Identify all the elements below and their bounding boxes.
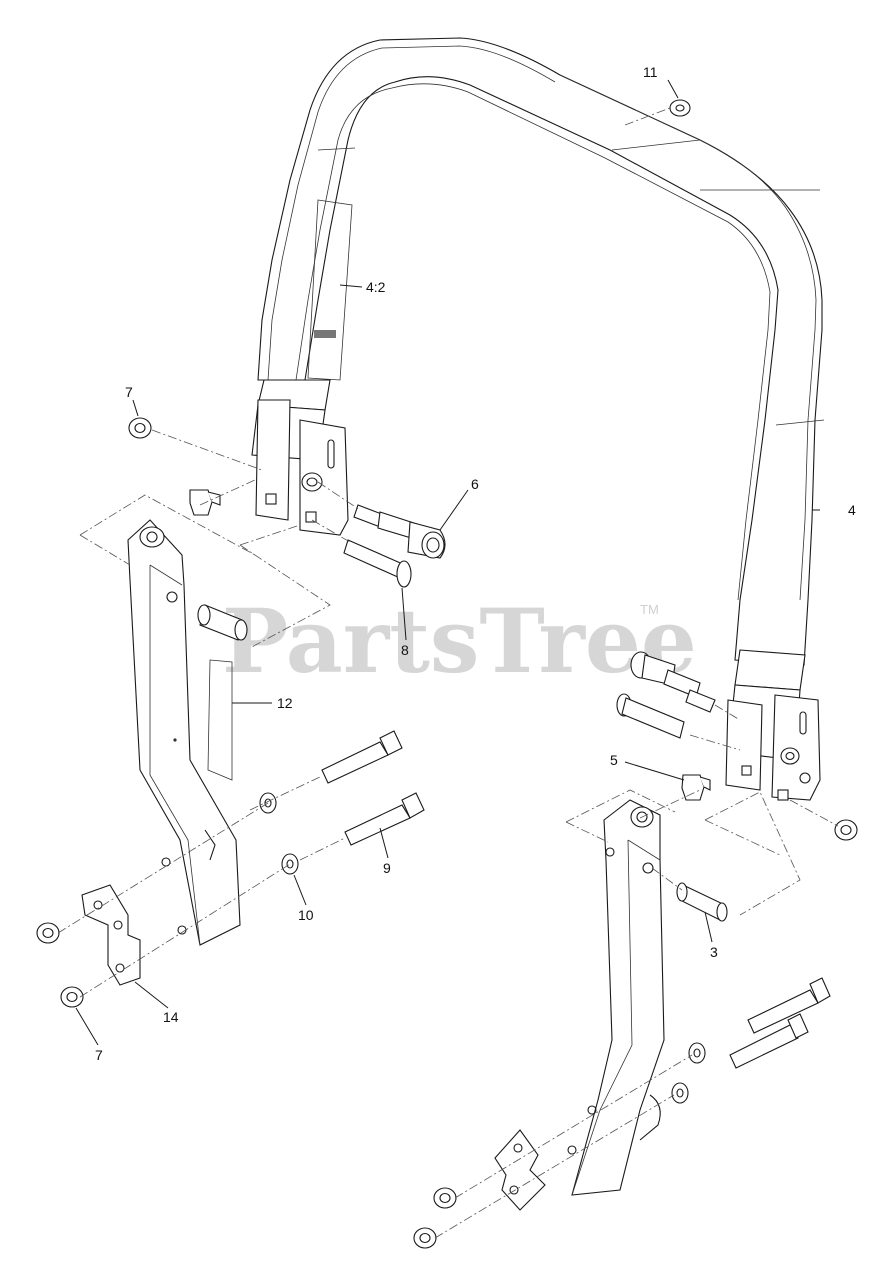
- callout-5: 5: [610, 752, 618, 768]
- flange-nut-7-top: [128, 417, 152, 439]
- left-pivot-bracket: [255, 399, 349, 536]
- hex-bolt-right-upper: [747, 977, 831, 1034]
- latch-pin-6: [353, 504, 446, 559]
- assembly-centerlines: [57, 107, 839, 1239]
- flange-nut-right-upper: [433, 1187, 457, 1209]
- callout-3: 3: [710, 944, 718, 960]
- watermark-trademark: TM: [640, 602, 659, 617]
- callout-4-2: 4:2: [366, 279, 386, 295]
- spacer-left: [197, 604, 248, 641]
- callout-8: 8: [401, 642, 409, 658]
- callout-7-bottom: 7: [95, 1047, 103, 1063]
- washer-right-lower: [671, 1082, 689, 1104]
- flange-nut-7-bottom: [60, 986, 84, 1008]
- flange-nut-right-pivot: [834, 819, 858, 841]
- washer-11: [669, 99, 691, 117]
- callout-10: 10: [298, 907, 314, 923]
- callout-12: 12: [277, 695, 293, 711]
- leader-lines: [75, 79, 820, 1046]
- hex-bolt-9: [344, 792, 425, 846]
- mounting-plate-right: [494, 1129, 546, 1211]
- callout-11: 11: [643, 64, 658, 80]
- decal-12: [207, 659, 233, 781]
- right-pivot-bracket: [725, 694, 821, 801]
- washer-10: [281, 853, 299, 875]
- decal-marking: [314, 330, 336, 338]
- flange-nut-right-lower: [413, 1227, 437, 1249]
- callout-6: 6: [471, 476, 479, 492]
- right-upright-mount: [567, 799, 665, 1196]
- hex-bolt-left-upper: [321, 730, 403, 784]
- watermark: PartsTree TM: [222, 589, 697, 693]
- flange-nut-left-upper: [36, 922, 60, 944]
- callout-14: 14: [163, 1009, 179, 1025]
- watermark-text: PartsTree: [222, 589, 697, 693]
- rubber-bumper-5: [681, 774, 711, 801]
- washer-right-upper: [688, 1042, 706, 1064]
- clevis-pin-8: [343, 539, 412, 588]
- callout-9: 9: [383, 860, 391, 876]
- clevis-pin-right: [616, 693, 685, 739]
- mounting-plate-14: [81, 884, 141, 986]
- callout-7-top: 7: [125, 384, 133, 400]
- rubber-bumper-left: [189, 489, 221, 516]
- spacer-3: [676, 882, 728, 922]
- left-upright-mount: [127, 519, 241, 946]
- callout-labels: 11 4:2 4 7 6 8 12 5 9 10 3 14 7: [95, 64, 856, 1063]
- hex-bolt-right-lower: [729, 1013, 809, 1069]
- callout-4: 4: [848, 502, 856, 518]
- latch-pin-right: [630, 651, 716, 713]
